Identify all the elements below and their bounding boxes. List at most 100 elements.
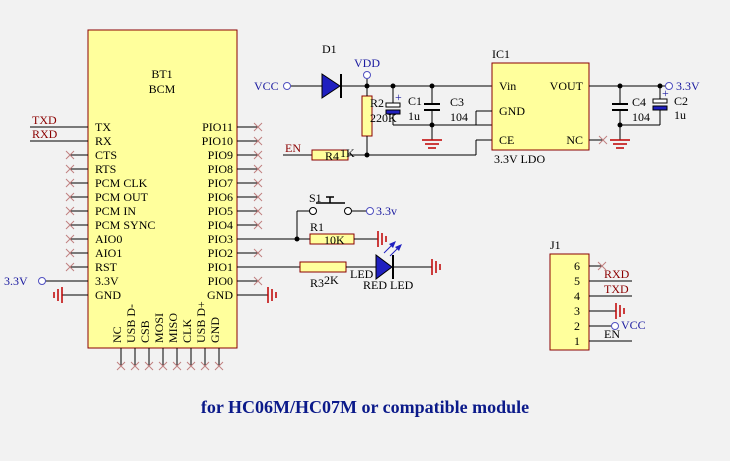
bt1-pin-cts: CTS (95, 148, 117, 162)
ic1-body (491, 62, 590, 151)
c2-plus: + (662, 86, 669, 100)
gnd-symbol-left (53, 287, 63, 303)
capacitor-c1-plate-bottom (385, 109, 401, 115)
r1-value: 10K (324, 233, 345, 247)
ic1-nc-mark (598, 135, 608, 145)
ic1-ldo: IC1 3.3V LDO Vin GND CE VOUT NC (475, 47, 608, 166)
gnd-symbol-input (422, 139, 442, 149)
r1-label: R1 (310, 220, 324, 234)
j1-net-en: EN (604, 327, 620, 341)
switch-led-section: S1 3.3v R1 10K R3 2K LED (294, 191, 441, 292)
bt1-pin-rst: RST (95, 260, 118, 274)
bt1-pin-pio11: PIO11 (202, 120, 233, 134)
j1-pin-1: 1 (574, 334, 580, 348)
bt1-pin-3v3: 3.3V (95, 274, 119, 288)
j1-connector: J1 6 5 4 3 2 1 RXD TXD VCC EN (549, 238, 646, 351)
bt1-pin-pio9: PIO9 (208, 148, 233, 162)
net-3v3-left: 3.3V (4, 274, 28, 288)
bt1-ref: BT1 (151, 67, 172, 81)
bt1-pin-aio1: AIO1 (95, 246, 122, 260)
bt1-pin-nc: NC (110, 326, 124, 343)
bt1-pin-stubs (30, 126, 310, 366)
bt1-pin-pio8: PIO8 (208, 162, 233, 176)
bt1-pin-pio6: PIO6 (208, 190, 233, 204)
gnd-symbol-output (610, 139, 630, 149)
r3-label: R3 (310, 276, 324, 290)
bt1-pin-gnd-bottom: GND (208, 317, 222, 343)
port-vdd (363, 71, 371, 79)
ic1-ref: IC1 (492, 47, 510, 61)
ic1-pin-vout: VOUT (550, 79, 584, 93)
c4-value: 104 (632, 110, 650, 124)
j1-pin-5: 5 (574, 274, 580, 288)
bt1-name: BCM (149, 82, 176, 96)
switch-s1-contact-left (309, 207, 317, 215)
j1-nc-mark (597, 261, 607, 271)
ic1-name: 3.3V LDO (494, 152, 545, 166)
j1-ref: J1 (550, 238, 561, 252)
bt1-pin-aio0: AIO0 (95, 232, 122, 246)
bt1-pin-pio7: PIO7 (208, 176, 233, 190)
bt1-pin-pio3: PIO3 (208, 232, 233, 246)
ic1-pin-ce: CE (499, 133, 514, 147)
led-arrow-1-head (389, 241, 396, 248)
j1-body (549, 253, 590, 351)
led-symbol (375, 254, 393, 280)
bt1-module: BT1 BCM TX RX CTS RTS PCM CLK PCM OUT PC… (4, 29, 310, 371)
ic1-pin-nc: NC (566, 133, 583, 147)
bt1-pin-tx: TX (95, 120, 111, 134)
j1-pin-stubs (589, 265, 632, 342)
j1-pin-2: 2 (574, 319, 580, 333)
led-arrow-2-head (395, 244, 402, 251)
c1-value: 1u (408, 109, 420, 123)
port-vcc (283, 82, 291, 90)
bt1-pin-pcm-sync: PCM SYNC (95, 218, 155, 232)
j1-net-rxd: RXD (604, 267, 630, 281)
c3-label: C3 (450, 95, 464, 109)
port-3v3-out (665, 82, 673, 90)
c2-label: C2 (674, 94, 688, 108)
net-3v3-switch: 3.3v (376, 204, 397, 218)
net-rxd-left: RXD (32, 127, 58, 141)
gnd-symbol-j1 (615, 303, 625, 319)
j1-port-vcc (611, 322, 619, 330)
c4-label: C4 (632, 95, 646, 109)
r4-label: R4 (325, 149, 339, 163)
switch-s1-contact-right (344, 207, 352, 215)
junction-dots-output (617, 83, 663, 128)
gnd-symbol-r1 (377, 231, 387, 247)
d1-label: D1 (322, 42, 337, 56)
bt1-pin-pio2: PIO2 (208, 246, 233, 260)
net-3v3-out: 3.3V (676, 79, 700, 93)
net-txd-left: TXD (32, 113, 57, 127)
port-3v3-switch (366, 207, 374, 215)
j1-pin-4: 4 (574, 289, 580, 303)
capacitor-c2-plate-bottom (652, 105, 668, 111)
net-vcc-input: VCC (254, 79, 279, 93)
c1-plus: + (395, 90, 402, 104)
capacitor-c1-plate-top (385, 102, 401, 108)
power-output: 3.3V C4 104 + C2 1u (589, 79, 700, 149)
bt1-pin-gnd-left: GND (95, 288, 121, 302)
j1-net-vcc: VCC (621, 318, 646, 332)
bt1-body (87, 29, 238, 349)
j1-pin-6: 6 (574, 259, 580, 273)
ic1-pin-vin: Vin (499, 79, 516, 93)
bt1-pin-gnd-right: GND (207, 288, 233, 302)
bt1-pin-csb: CSB (138, 320, 152, 343)
junction-dots-input (364, 83, 435, 158)
no-connect-marks (65, 122, 263, 371)
c2-value: 1u (674, 108, 686, 122)
led-value: RED LED (363, 278, 414, 292)
bt1-pin-pio5: PIO5 (208, 204, 233, 218)
j1-net-txd: TXD (604, 282, 629, 296)
power-input: VCC D1 VDD R2 220K + C1 1u C3 104 (254, 42, 492, 163)
bt1-pin-pio0: PIO0 (208, 274, 233, 288)
bt1-pin-pio4: PIO4 (208, 218, 233, 232)
gnd-symbol-led (431, 259, 441, 275)
ic1-pin-gnd: GND (499, 104, 525, 118)
r2-label: R2 (370, 96, 384, 110)
bt1-pin-usb-dm: USB D- (124, 304, 138, 343)
capacitor-c2-plate-top (652, 98, 668, 104)
